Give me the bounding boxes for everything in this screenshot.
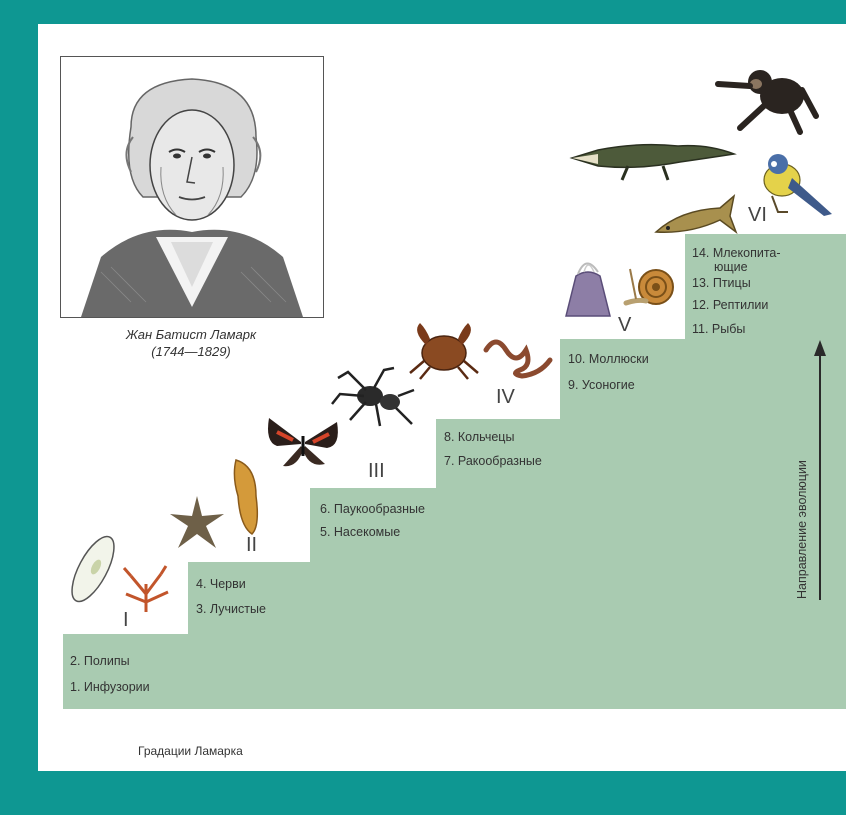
worm-illustration: [226, 456, 266, 538]
step-2-label-b: 3. Лучистые: [196, 602, 266, 617]
annelid-illustration: [480, 320, 556, 380]
evolution-arrow: [810, 340, 830, 602]
step-2: [188, 562, 846, 634]
monkey-illustration: [710, 56, 820, 136]
infusoria-illustration: [63, 529, 123, 609]
crab-illustration: [404, 317, 486, 383]
barnacle-illustration: [558, 250, 618, 320]
portrait-caption: Жан Батист Ламарк (1744—1829): [60, 326, 322, 360]
step-6-label-b: ющие: [714, 260, 748, 275]
step-5-label-a: 10. Моллюски: [568, 352, 649, 367]
grade-numeral-4: IV: [496, 386, 515, 409]
step-1-label-b: 1. Инфузории: [70, 680, 150, 695]
step-3-label-b: 5. Насекомые: [320, 525, 400, 540]
step-3-label-a: 6. Паукообразные: [320, 502, 425, 517]
grade-numeral-3: III: [368, 460, 385, 483]
snail-illustration: [616, 239, 686, 309]
step-1: [63, 634, 846, 709]
lamarck-portrait: [60, 56, 324, 318]
figure-caption: Градации Ламарка: [138, 744, 243, 758]
step-4-label-a: 8. Кольчецы: [444, 430, 514, 445]
portrait-drawing: [61, 57, 323, 317]
step-1-label-a: 2. Полипы: [70, 654, 130, 669]
step-6-label-d: 12. Рептилии: [692, 298, 768, 313]
step-2-label-a: 4. Черви: [196, 577, 246, 592]
step-6-label-e: 11. Рыбы: [692, 322, 745, 337]
step-4-label-b: 7. Ракообразные: [444, 454, 542, 469]
polyp-illustration: [116, 564, 176, 614]
figure-panel: Жан Батист Ламарк (1744—1829) 2. Полипы …: [38, 24, 846, 771]
bottom-frame-band: [0, 771, 846, 815]
step-6-label-c: 13. Птицы: [692, 276, 751, 291]
step-5-label-b: 9. Усоногие: [568, 378, 635, 393]
starfish-illustration: [166, 492, 228, 554]
caption-name: Жан Батист Ламарк: [60, 326, 322, 343]
caption-years: (1744—1829): [60, 343, 322, 360]
step-6-label-a: 14. Млекопита-: [692, 246, 781, 261]
fish-illustration: [650, 192, 740, 242]
bird-illustration: [748, 142, 838, 222]
axis-label: Направление эволюции: [795, 460, 809, 599]
grade-numeral-5: V: [618, 314, 631, 337]
